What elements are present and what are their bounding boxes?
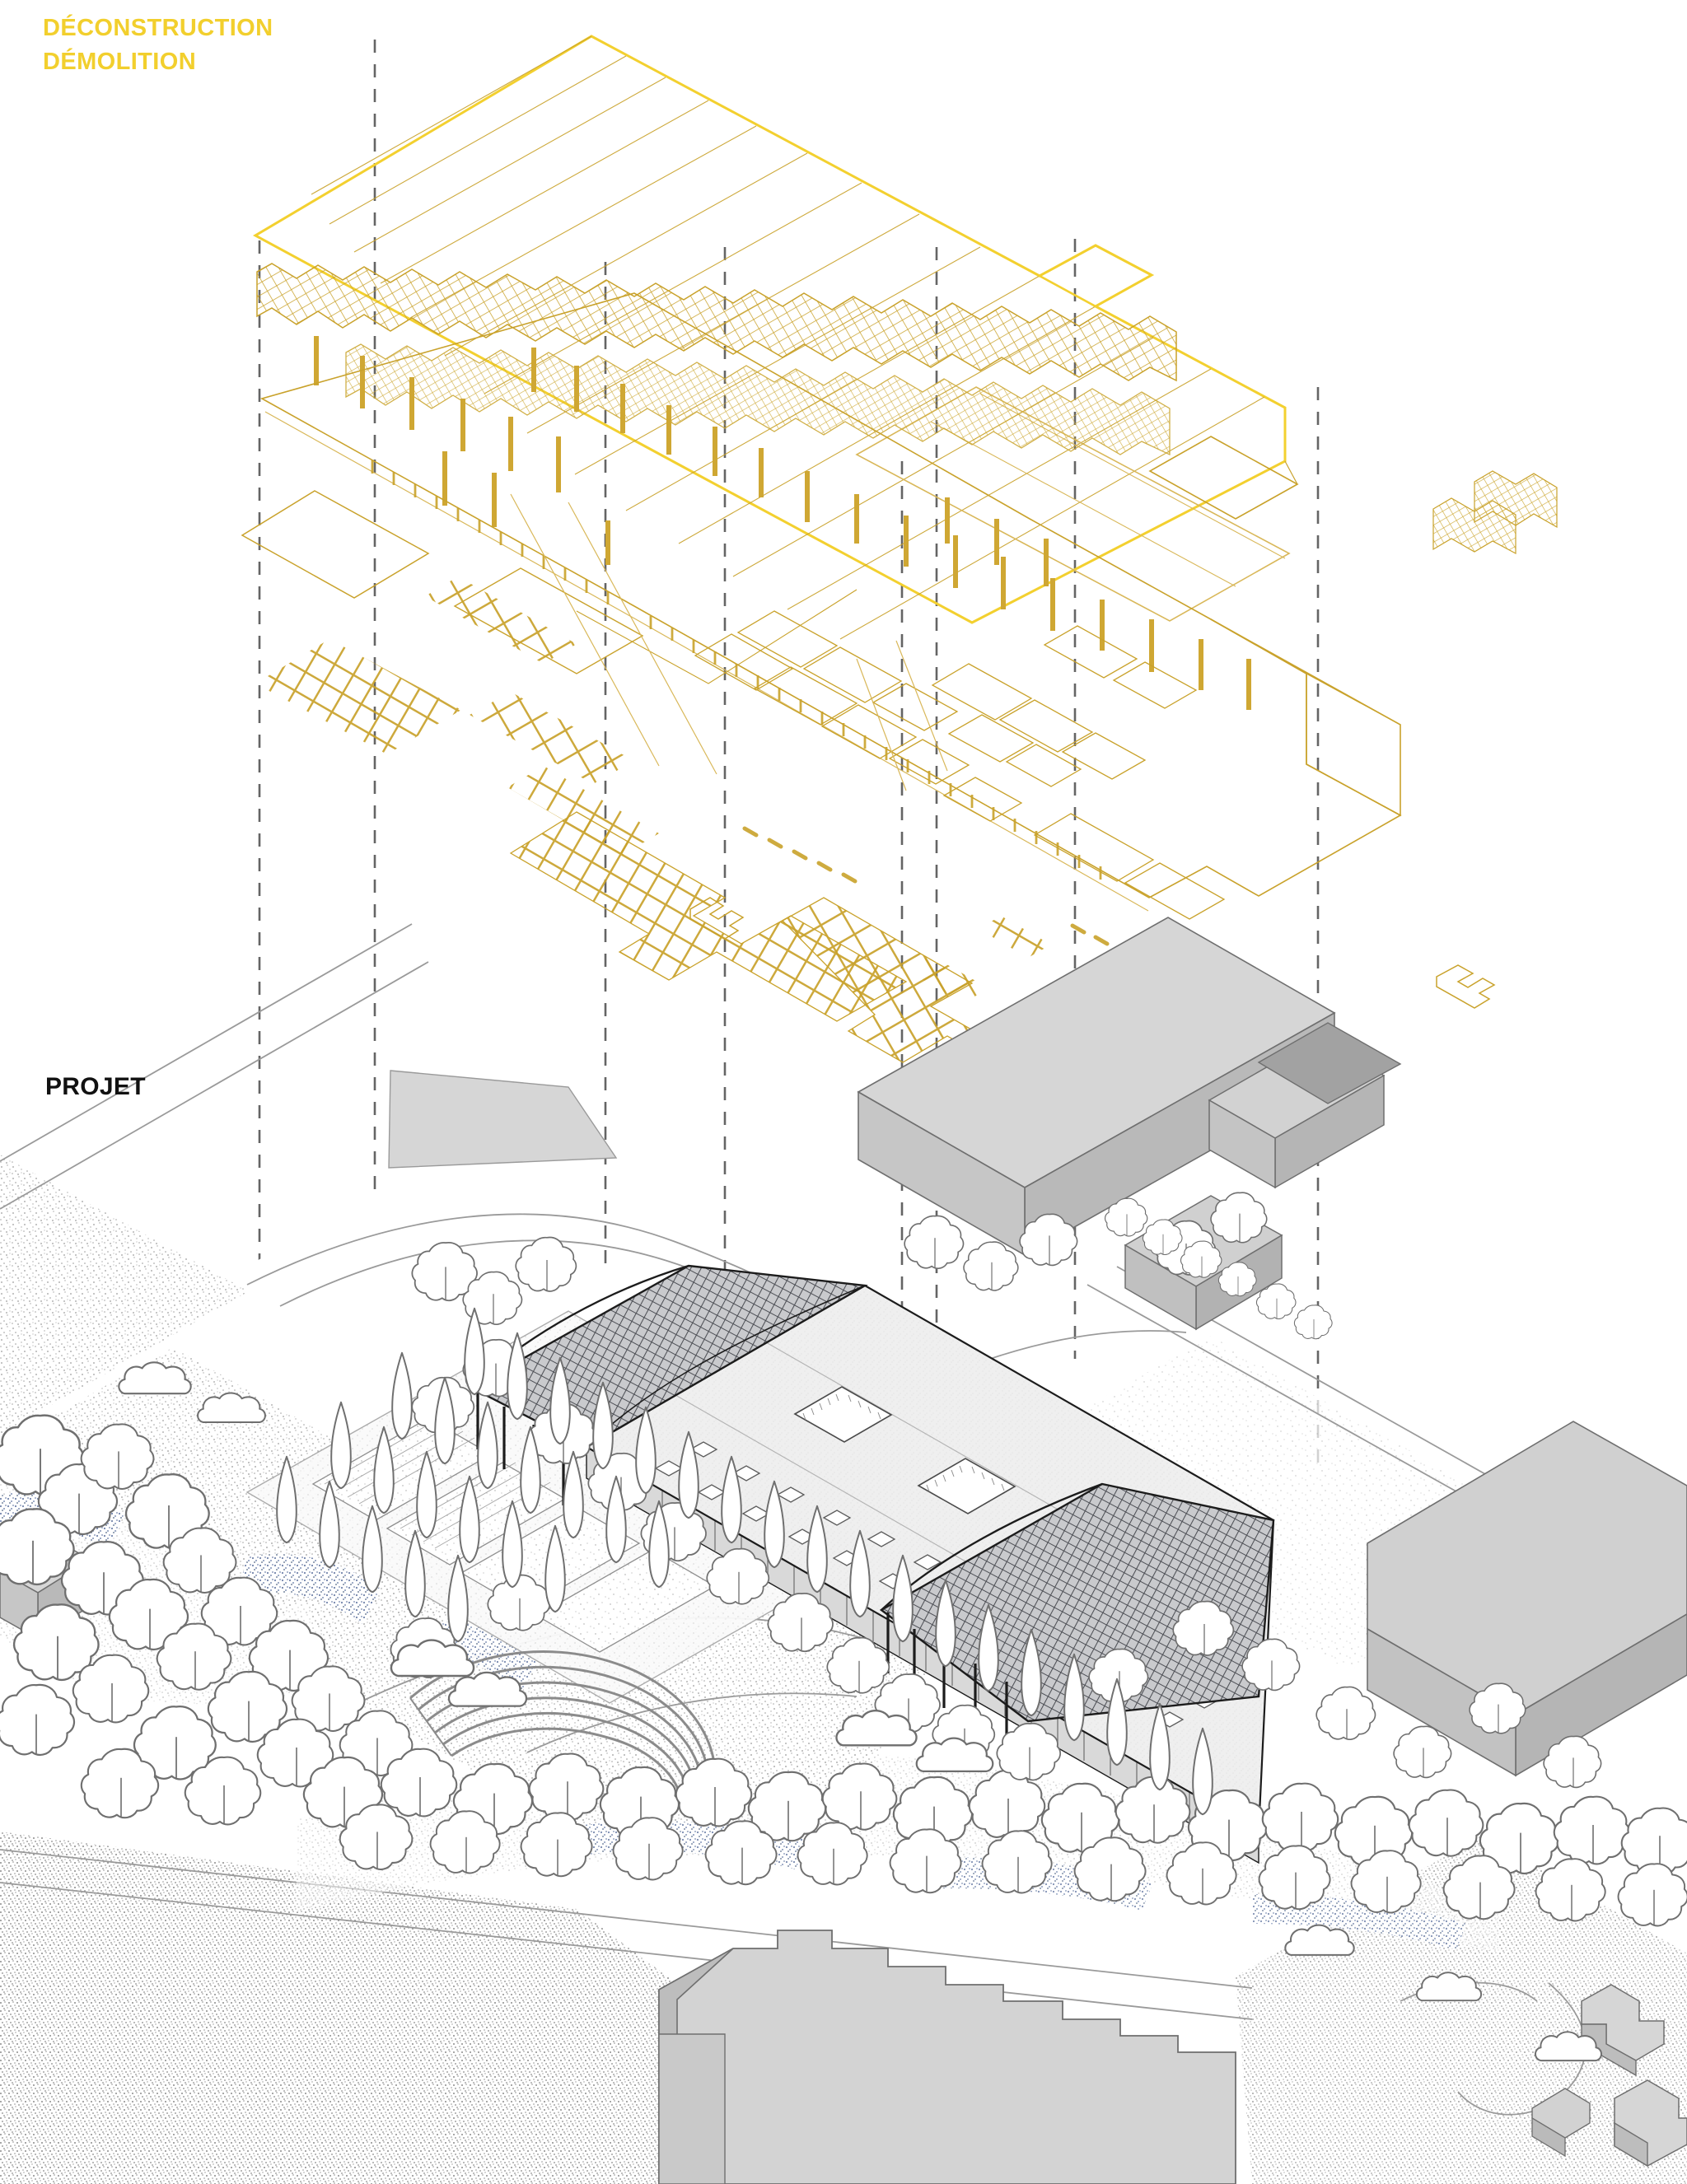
- floor-plates-layer: [241, 292, 1402, 920]
- field-northwest: [0, 1155, 249, 1435]
- context-wedge-roof: [1257, 1022, 1402, 1104]
- truss-band-lower: [345, 343, 1171, 456]
- large-block-south: [658, 1930, 1236, 2184]
- truss-band-upper: [256, 263, 1177, 382]
- floor-plate-square: [241, 490, 430, 599]
- context-mass-east: [1367, 1421, 1687, 1777]
- columns-group: [314, 336, 1251, 710]
- truss-patch-right-2: [1432, 497, 1516, 555]
- foundation-strip-b: [470, 692, 634, 784]
- context-plate-nw: [388, 1070, 618, 1169]
- foundation-strip-a: [425, 576, 577, 664]
- trusses-columns-layer: [256, 263, 1558, 710]
- roof-notch: [1037, 244, 1154, 308]
- foundation-strip-c: [507, 766, 659, 855]
- foundation-patch-left: [255, 639, 461, 754]
- roof-secondary: [855, 386, 1291, 622]
- house: [1531, 2088, 1591, 2158]
- facade-mullions: [371, 460, 1102, 880]
- foundation-field-central: [509, 811, 908, 1022]
- house: [1614, 2079, 1687, 2168]
- houses-group: [1531, 1984, 1687, 2168]
- foundation-wall-profile: [689, 897, 745, 940]
